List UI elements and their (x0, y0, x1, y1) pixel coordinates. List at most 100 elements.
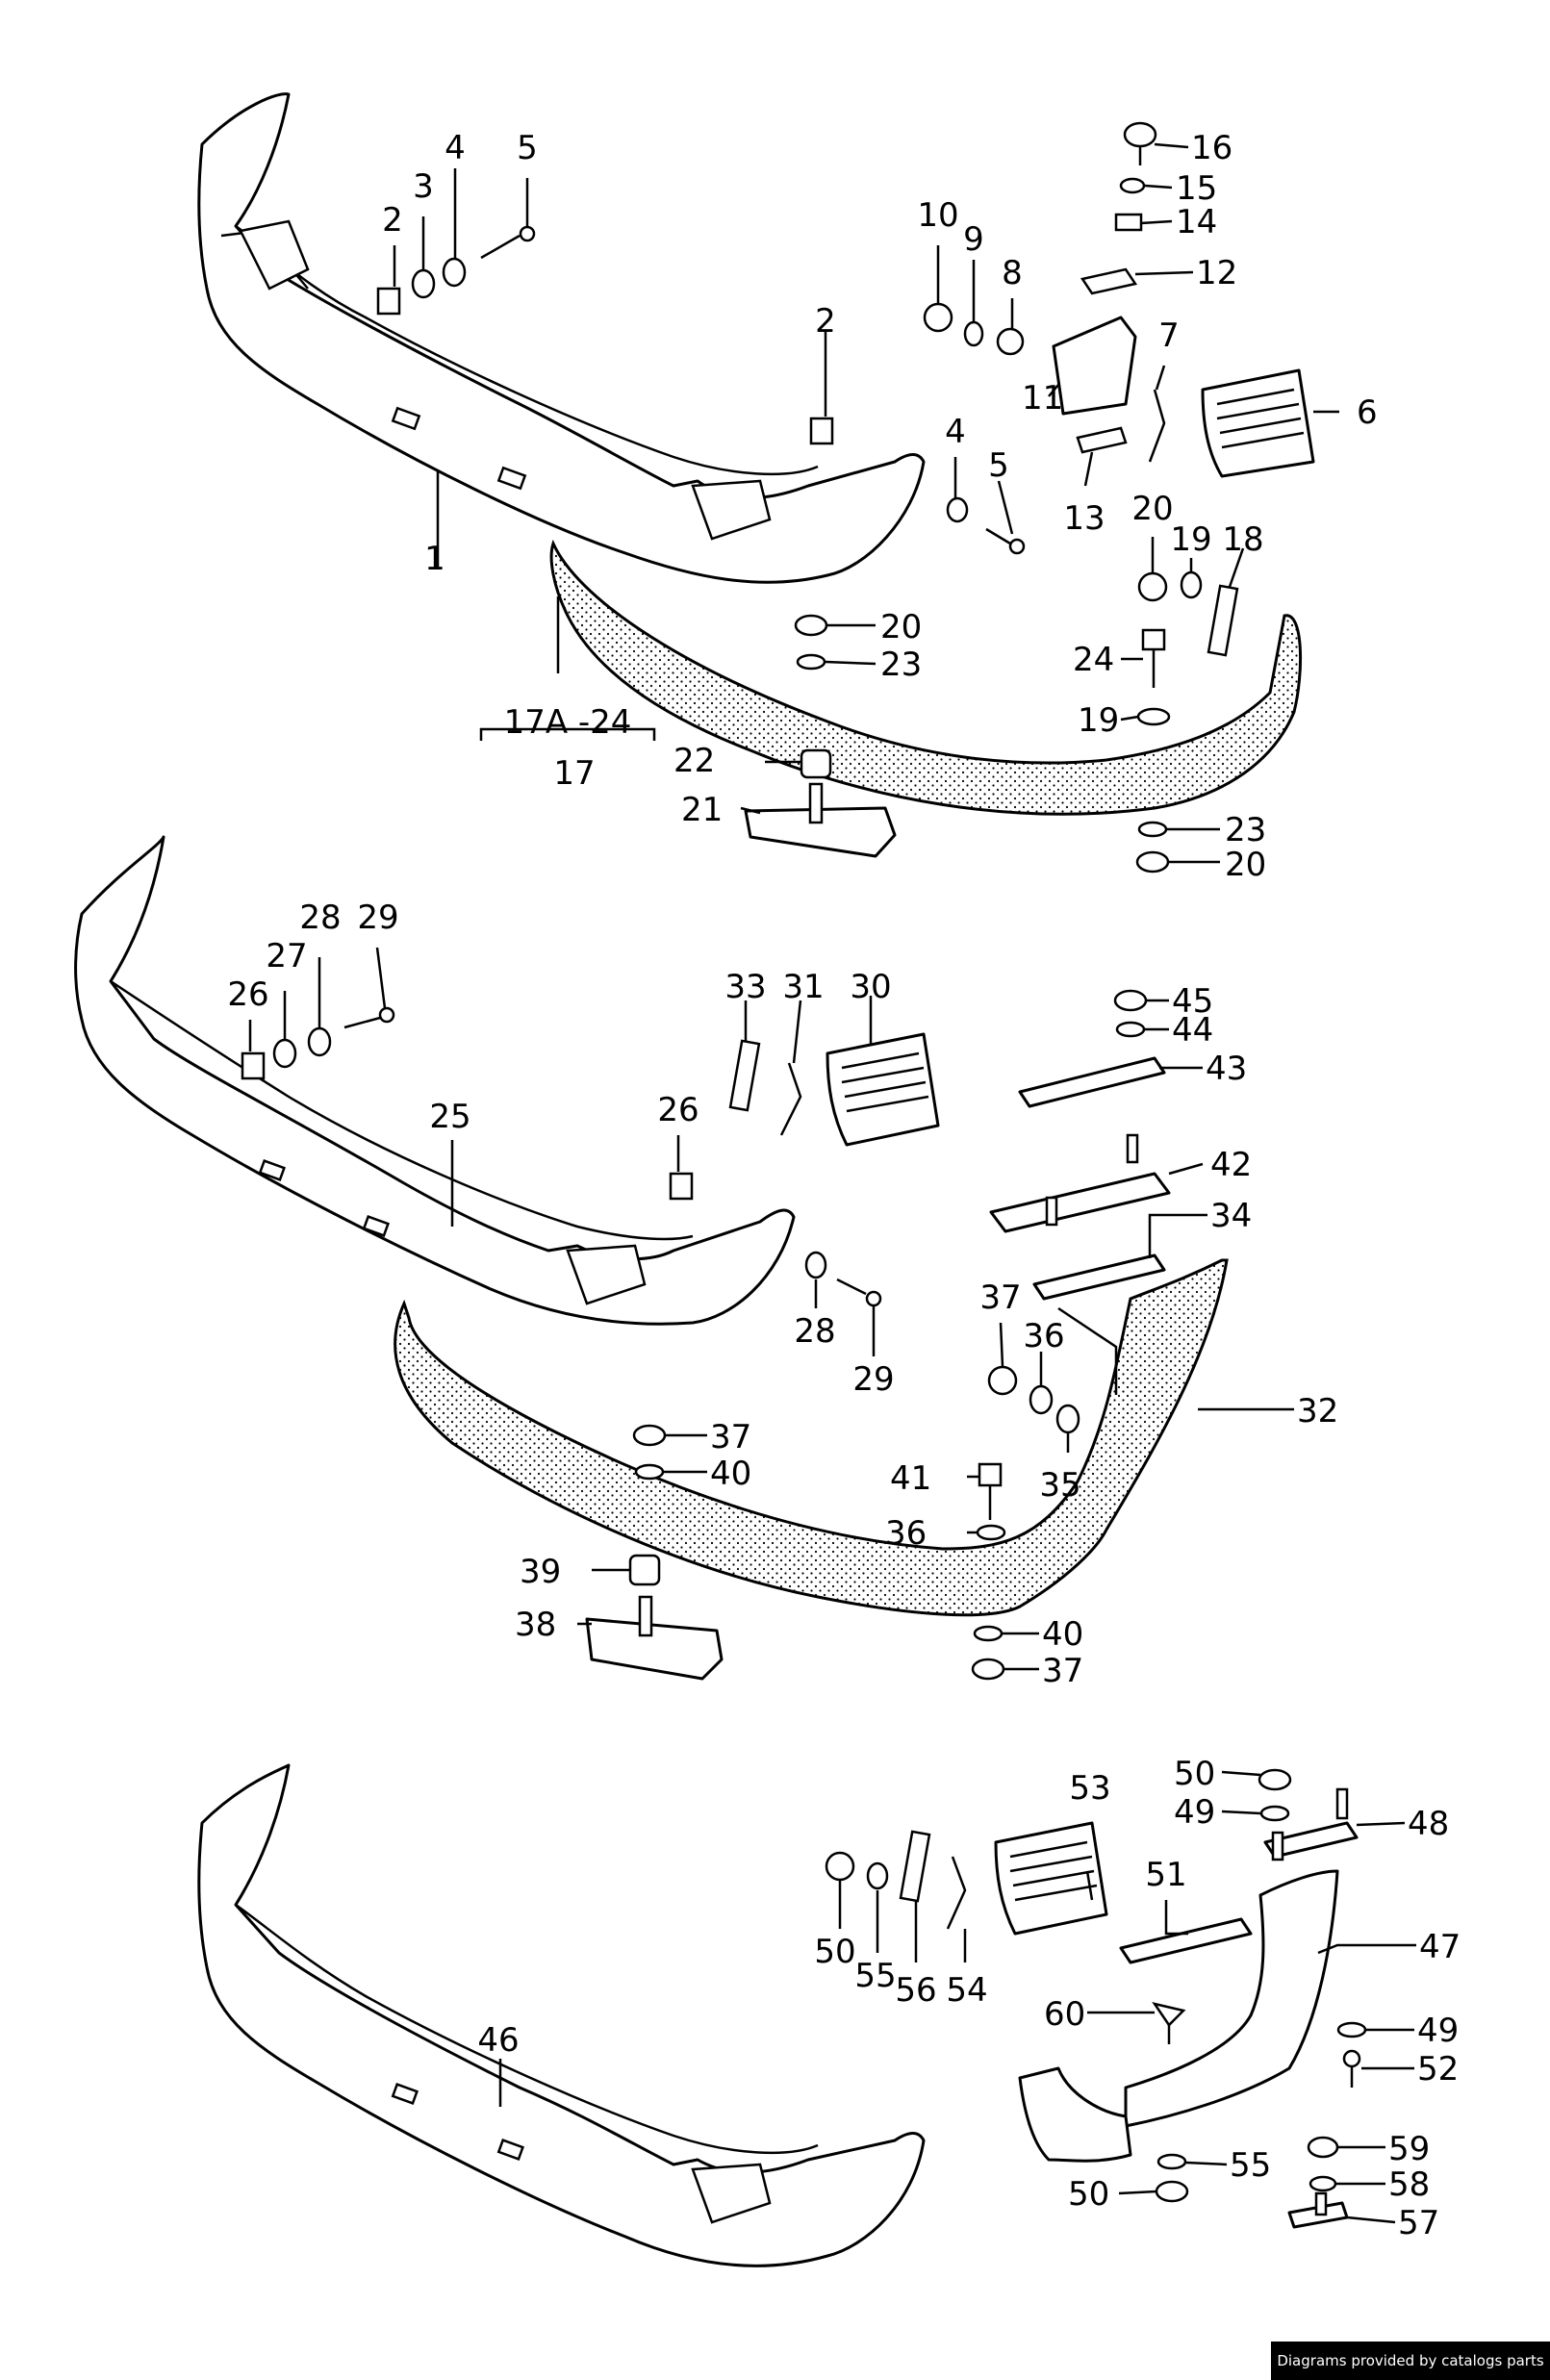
washer-15 (1119, 177, 1146, 194)
washer-28a (307, 1026, 332, 1057)
label-26a: 26 (227, 975, 268, 1014)
washer-8 (996, 327, 1025, 356)
screw-29a (343, 1006, 395, 1029)
washer-23b (1137, 821, 1168, 838)
nut-20c (1135, 850, 1170, 874)
bracket-21 (744, 782, 897, 858)
clip-2a (376, 287, 401, 316)
clip-13 (1076, 426, 1128, 454)
label-2b: 2 (815, 302, 836, 341)
label-36b: 36 (885, 1514, 927, 1553)
clip-26a (241, 1051, 266, 1080)
label-53: 53 (1069, 1769, 1110, 1808)
label-52: 52 (1417, 2050, 1459, 2089)
washer-36b (976, 1524, 1006, 1541)
label-31: 31 (782, 968, 824, 1006)
foam-17 (549, 539, 1303, 816)
credit-footer: Diagrams provided by catalogs parts (1271, 2342, 1550, 2380)
label-34: 34 (1210, 1197, 1252, 1235)
washer-27 (272, 1038, 297, 1069)
label-44: 44 (1172, 1011, 1213, 1050)
label-40b: 40 (1042, 1615, 1083, 1654)
rod-54 (946, 1856, 967, 1930)
bushing-39 (628, 1554, 661, 1586)
label-21: 21 (681, 791, 723, 829)
part-number-labels: 1 2 3 4 5 2 4 5 6 7 8 9 10 11 12 13 14 1… (227, 129, 1461, 2242)
spacer-53 (994, 1821, 1108, 1936)
label-39: 39 (520, 1553, 561, 1591)
label-55b: 55 (1230, 2146, 1271, 2185)
plate-42 (989, 1133, 1171, 1233)
label-9: 9 (963, 220, 984, 259)
label-23b: 23 (1225, 811, 1266, 849)
strip-56 (899, 1830, 931, 1903)
washer-19a (1180, 570, 1203, 599)
label-18: 18 (1222, 520, 1263, 559)
label-13: 13 (1063, 499, 1105, 538)
label-4a: 4 (445, 129, 466, 167)
washer-55a (866, 1861, 889, 1890)
label-49b: 49 (1417, 2012, 1459, 2050)
label-29b: 29 (852, 1360, 894, 1399)
washer-4a (442, 257, 467, 288)
label-50c: 50 (1068, 2175, 1109, 2214)
label-46: 46 (477, 2021, 519, 2060)
nut-50b (1258, 1768, 1292, 1791)
label-8: 8 (1002, 254, 1023, 292)
label-45: 45 (1172, 982, 1213, 1021)
bumper-46 (197, 1763, 926, 2267)
washer-3 (411, 268, 436, 299)
washer-58 (1309, 2175, 1337, 2192)
label-33: 33 (724, 968, 766, 1006)
screw-5b (985, 527, 1026, 555)
label-25: 25 (429, 1098, 470, 1136)
label-49a: 49 (1174, 1793, 1215, 1832)
label-30: 30 (850, 968, 891, 1006)
washer-23a (796, 653, 826, 671)
bolt-41 (978, 1462, 1003, 1520)
plate-34 (1032, 1253, 1166, 1301)
foam-32 (394, 1258, 1229, 1617)
label-19b: 19 (1078, 701, 1119, 740)
clip-12 (1080, 267, 1138, 295)
label-41: 41 (890, 1459, 931, 1498)
label-37c: 37 (1042, 1652, 1083, 1690)
bolt-24 (1141, 628, 1166, 688)
nut-45 (1113, 989, 1148, 1012)
nut-20b (794, 614, 828, 637)
label-24: 24 (1073, 641, 1114, 679)
label-58: 58 (1388, 2165, 1430, 2204)
label-10: 10 (917, 196, 958, 235)
nut-59 (1307, 2136, 1339, 2159)
label-37a: 37 (979, 1279, 1021, 1317)
rod-31 (779, 1062, 802, 1136)
label-48: 48 (1408, 1805, 1449, 1843)
label-17a-24: 17A -24 (504, 703, 632, 742)
label-16: 16 (1191, 129, 1232, 167)
washer-55b (1156, 2153, 1187, 2170)
corner-47 (1018, 1869, 1339, 2163)
label-56: 56 (895, 1971, 936, 2010)
bolt-60 (1152, 2002, 1186, 2044)
screw-29b (836, 1278, 882, 1307)
spacer-6 (1201, 368, 1315, 478)
label-32: 32 (1297, 1392, 1338, 1431)
bushing-22 (800, 748, 832, 779)
label-22: 22 (673, 742, 715, 780)
nut-37c (971, 1658, 1005, 1681)
label-7: 7 (1158, 316, 1180, 355)
label-6: 6 (1357, 393, 1378, 432)
clip-14 (1114, 213, 1143, 232)
screw-52 (1342, 2049, 1361, 2088)
label-50b: 50 (1174, 1755, 1215, 1793)
label-51: 51 (1145, 1856, 1186, 1894)
clip-2b (809, 417, 834, 445)
washer-19b (1136, 707, 1171, 726)
label-47: 47 (1419, 1928, 1461, 1966)
label-54: 54 (946, 1971, 987, 2010)
label-40a: 40 (710, 1455, 751, 1493)
nut-20a (1137, 571, 1168, 602)
label-2a: 2 (382, 201, 403, 240)
bracket-11 (1052, 316, 1137, 416)
